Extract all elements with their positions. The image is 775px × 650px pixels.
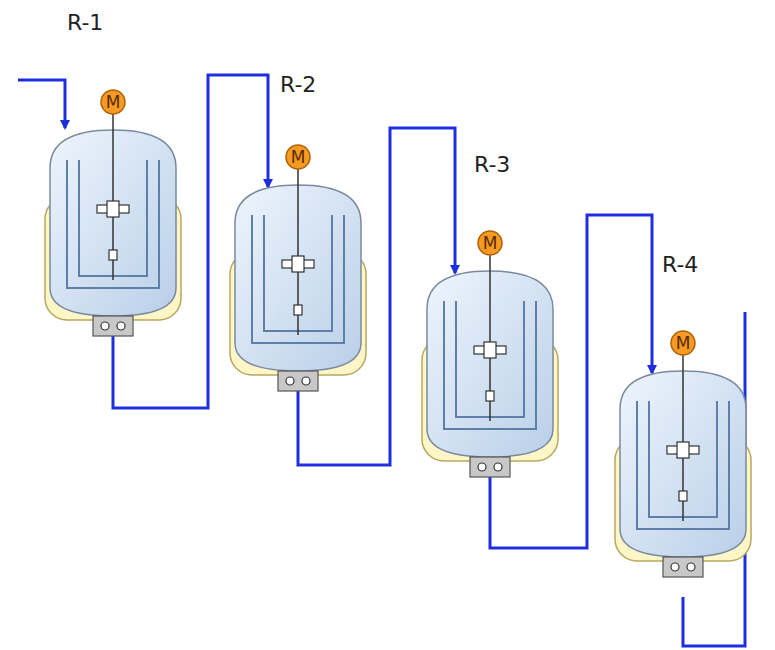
reactor-vessel: R-3M: [422, 271, 558, 477]
feed-pipe: [18, 80, 65, 128]
reactor-vessel: R-4M: [615, 371, 751, 577]
reactor-vessel: R-1M: [45, 130, 181, 336]
motor-letter: M: [285, 144, 311, 170]
motor-letter: M: [100, 89, 126, 115]
vessel-drawing: [615, 371, 751, 577]
reactor-label: R-2: [278, 72, 318, 97]
vessel-drawing: [422, 271, 558, 477]
agitator-motor: M: [100, 89, 126, 115]
reactor-label: R-3: [472, 152, 512, 177]
motor-letter: M: [477, 230, 503, 256]
agitator-motor: M: [477, 230, 503, 256]
agitator-motor: M: [670, 330, 696, 356]
agitator-motor: M: [285, 144, 311, 170]
reactor-label: R-1: [65, 10, 105, 35]
motor-letter: M: [670, 330, 696, 356]
vessel-drawing: [45, 130, 181, 336]
reactor-label: R-4: [660, 252, 700, 277]
reactor-vessel: R-2M: [230, 185, 366, 391]
vessel-drawing: [230, 185, 366, 391]
